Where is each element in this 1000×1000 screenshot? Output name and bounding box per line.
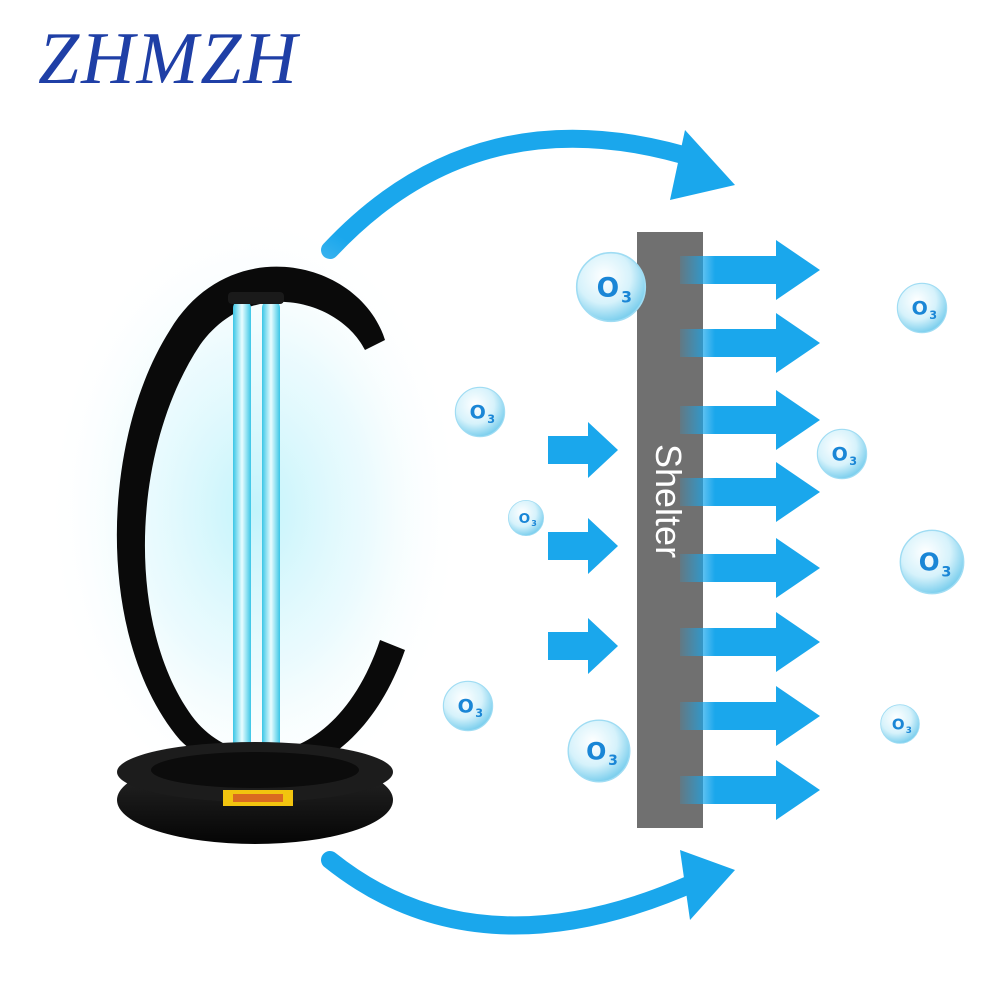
right-arrow-icon [548,618,618,674]
bottom-curved-arrow [321,850,735,935]
shelter-wall: Shelter [637,232,703,828]
right-arrow-icon [548,518,618,574]
incoming-arrows [548,422,618,674]
ozone-bubble-icon [880,704,920,744]
ozone-bubble-icon [575,251,647,323]
brand-logo: ZHMZH [38,18,299,100]
right-arrow-icon [548,422,618,478]
ozone-bubble-icon [507,499,544,536]
ozone-bubble-icon [567,719,631,783]
ozone-bubble-icon [442,680,494,732]
ozone-bubble-icon [454,386,506,438]
top-curved-arrow [321,129,735,259]
ozone-bubble-icon [899,529,965,595]
uv-lamp-icon [45,210,465,844]
ozone-bubble-icon [816,428,868,480]
ozone-bubble-icon [896,282,948,334]
